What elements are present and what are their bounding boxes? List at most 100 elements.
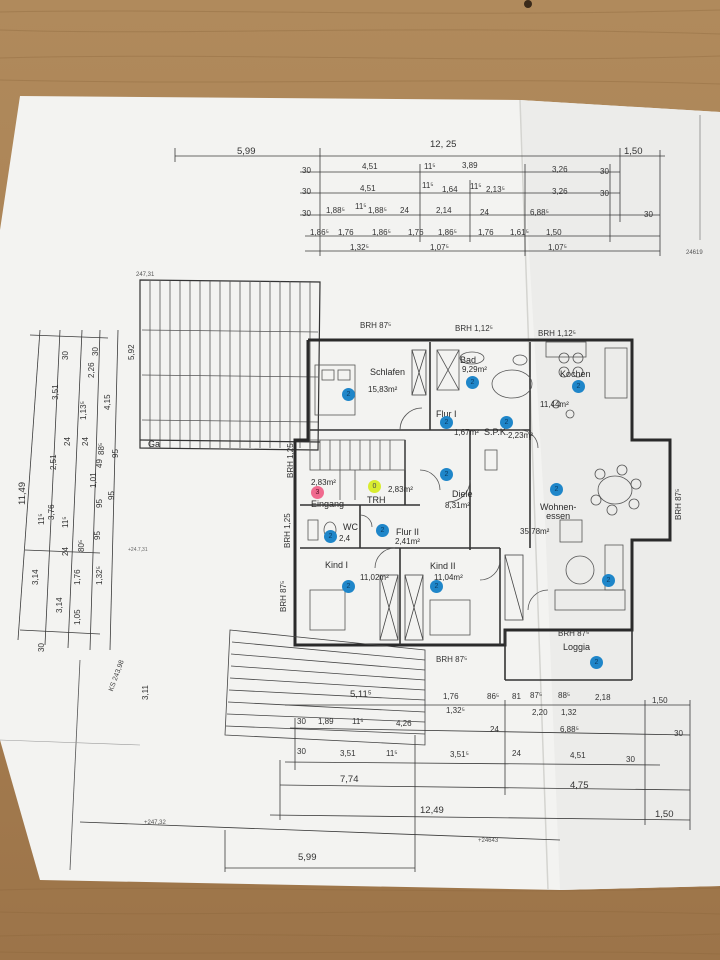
marker-blue: 2: [602, 574, 615, 587]
dim-r3-4: 11⁵: [470, 182, 482, 191]
dim-lb-6: 80⁵: [77, 539, 86, 552]
dim-lb-3: 11⁵: [61, 516, 70, 528]
dim-r5-0: 1,86⁵: [310, 228, 329, 237]
marker-blue: 2: [342, 580, 355, 593]
dim-b5-1: 1,50: [655, 809, 674, 820]
dim-ld-1: 95: [111, 449, 120, 458]
dim-lc-8: 95: [93, 531, 102, 540]
dim-b1-5: 87⁵: [530, 691, 543, 700]
dim-r3-7: 30: [600, 189, 609, 198]
room-area-kind1: 11,02m²: [360, 573, 389, 582]
dim-b1-0: 5,11⁵: [350, 689, 372, 700]
dim-b3-4: 24: [512, 749, 521, 758]
brh-west-mid: BRH 1,25: [283, 513, 292, 548]
brh-schlafen: BRH 87⁵: [360, 321, 392, 330]
dim-lc-4: 49: [95, 459, 104, 468]
marker-blue: 2: [572, 380, 585, 393]
room-area-flur2: 2,41m²: [395, 537, 420, 546]
marker-pink: 3: [311, 486, 324, 499]
dim-r3-6: 3,26: [552, 187, 568, 196]
dim-lc-5: 88⁵: [97, 442, 106, 455]
dim-r4-8: 30: [644, 210, 653, 219]
room-name-ga: Ga: [148, 439, 161, 449]
marker-blue: 2: [550, 483, 563, 496]
room-area-wc: 2,4: [339, 534, 351, 543]
marker-blue: 2: [500, 416, 513, 429]
dim-lc-0: 30: [91, 347, 100, 356]
dim-lb-4: 24: [63, 437, 72, 446]
dim-b1-8: 1,32: [561, 708, 577, 717]
dim-r3-2: 11⁵: [422, 181, 434, 190]
dim-b1-4: 81: [512, 692, 521, 701]
marker-blue: 2: [342, 388, 355, 401]
dim-r3-3: 1,64: [442, 185, 458, 194]
door-swings: [359, 407, 549, 611]
dim-b2-5: 6,88⁵: [560, 725, 579, 734]
dim-r4-3: 1,88⁵: [368, 206, 387, 215]
window-mark: +24.7,31: [128, 547, 148, 553]
dim-r5-3: 1,76: [408, 228, 424, 237]
dim-ld-0: 4,15: [103, 394, 112, 410]
room-name-kind2: Kind II: [430, 561, 456, 571]
dim-ld-2: 95: [107, 491, 116, 500]
stairs-trh: [309, 439, 406, 500]
dim-b3-5: 4,51: [570, 751, 586, 760]
dim-r3-5: 2,13⁵: [486, 185, 505, 194]
room-name-diele: Diele: [452, 489, 473, 499]
dimension-lines-bottom: [79, 700, 691, 872]
dim-lb-0: 30: [61, 351, 70, 360]
brh-west-lower: BRH 87⁵: [279, 580, 288, 612]
dim-b1-1: 1,76: [443, 692, 459, 701]
dim-la-2: 3,76: [47, 504, 56, 520]
dim-b2-4: 24: [490, 725, 499, 734]
room-name-flur2: Flur II: [396, 527, 420, 537]
room-name-eingang: Eingang: [311, 499, 345, 509]
room-name-kind1: Kind I: [325, 560, 349, 570]
dim-b3-0: 30: [297, 747, 306, 756]
elevation-bl: +247,32: [144, 820, 166, 826]
dim-lb-1: 11⁵: [37, 513, 46, 525]
dimension-lines-left: [17, 329, 119, 651]
dim-lc-3: 1,01: [89, 472, 98, 488]
dim-lb-8: 30: [37, 643, 46, 652]
room-area-diele: 8,31m²: [445, 501, 470, 510]
dim-lc-7: 1,32⁵: [95, 566, 104, 585]
dim-r4-4: 24: [400, 206, 409, 215]
room-name-bad: Bad: [460, 355, 477, 365]
dim-left-small: 5,92: [127, 344, 136, 360]
furniture: [307, 341, 642, 636]
dim-b1-2: 1,32⁵: [446, 706, 465, 715]
dim-r2-2: 11⁵: [424, 162, 436, 171]
room-name-trh: TRH: [367, 495, 386, 505]
dim-r2-0: 30: [302, 166, 311, 175]
marker-blue: 2: [430, 580, 443, 593]
room-name-loggia: Loggia: [563, 642, 591, 652]
room-name-wohnen: Wohnen- essen: [540, 502, 577, 521]
dim-r5-6: 1,61⁵: [510, 228, 529, 237]
dim-b2-0: 30: [297, 717, 306, 726]
dim-lb-2: 24: [61, 547, 70, 556]
dim-b3-6: 30: [626, 755, 635, 764]
dim-r2-1: 4,51: [362, 162, 378, 171]
dim-lc-2: 24: [81, 437, 90, 446]
dim-b1-10: 1,50: [652, 696, 668, 705]
marker-blue: 2: [440, 416, 453, 429]
dim-b1-7: 2,20: [532, 708, 548, 717]
dim-r4-6: 24: [480, 208, 489, 217]
dim-b2-2: 11⁵: [352, 717, 364, 726]
brh-west-upper: BRH 1,25: [286, 443, 295, 478]
dim-b2-3: 4,26: [396, 719, 412, 728]
room-name-spk: S.P.K.: [484, 427, 509, 437]
dim-r2-4: 3,26: [552, 165, 568, 174]
dim-r3-1: 4,51: [360, 184, 376, 193]
dim-r5-2: 1,86⁵: [372, 228, 391, 237]
dim-la-0: 3,51: [51, 384, 60, 400]
brh-loggia: BRH 87⁵: [558, 629, 590, 638]
dim-top-1225: 12, 25: [430, 139, 457, 150]
dim-r2-3: 3,89: [462, 161, 478, 170]
room-area-kochen: 11,44m²: [540, 400, 569, 409]
marker-blue: 2: [440, 468, 453, 481]
dim-b4-0: 7,74: [340, 774, 359, 785]
dim-b5-0: 12,49: [420, 805, 444, 816]
dim-r4-2: 11⁵: [355, 202, 367, 211]
